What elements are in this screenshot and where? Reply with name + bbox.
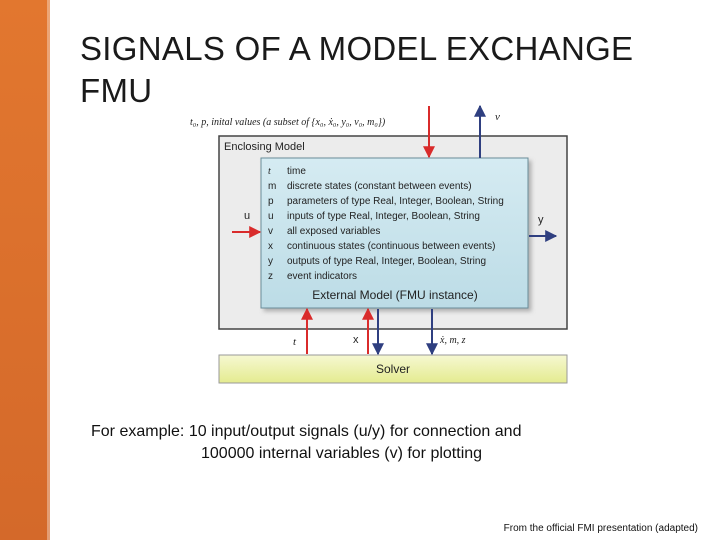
signal-symbol: u bbox=[268, 211, 274, 222]
x-label: x bbox=[353, 334, 359, 346]
v-output-label: v bbox=[495, 111, 500, 123]
signal-symbol: p bbox=[268, 196, 274, 207]
xmz-label: ẋ, m, z bbox=[439, 335, 466, 346]
signal-symbol: x bbox=[268, 241, 273, 252]
signal-symbol: y bbox=[268, 256, 273, 267]
caption-line-1: For example: 10 input/output signals (u/… bbox=[91, 423, 522, 440]
y-label: y bbox=[538, 214, 544, 226]
enclosing-model-label: Enclosing Model bbox=[224, 141, 305, 153]
fmu-instance-label: External Model (FMU instance) bbox=[312, 288, 477, 302]
fmu-instance-box bbox=[260, 157, 529, 309]
signal-symbol: m bbox=[268, 181, 276, 192]
signal-description: continuous states (continuous between ev… bbox=[287, 241, 495, 252]
solver-box bbox=[218, 354, 568, 384]
signal-symbol: v bbox=[268, 226, 273, 237]
signal-description: event indicators bbox=[287, 271, 357, 282]
solver-label: Solver bbox=[376, 362, 410, 376]
signal-description: all exposed variables bbox=[287, 226, 380, 237]
signal-description: time bbox=[287, 166, 306, 177]
initial-values-label: t₀, p, inital values (a subset of {x₀, ẋ… bbox=[190, 117, 386, 128]
side-accent-bar bbox=[0, 0, 50, 540]
signal-description: outputs of type Real, Integer, Boolean, … bbox=[287, 256, 486, 267]
signal-symbol: t bbox=[268, 166, 271, 177]
signal-description: inputs of type Real, Integer, Boolean, S… bbox=[287, 211, 480, 222]
signal-description: discrete states (constant between events… bbox=[287, 181, 472, 192]
slide-title: SIGNALS OF A MODEL EXCHANGE FMU bbox=[80, 30, 634, 109]
signal-description: parameters of type Real, Integer, Boolea… bbox=[287, 196, 504, 207]
source-footnote: From the official FMI presentation (adap… bbox=[503, 523, 698, 534]
caption: For example: 10 input/output signals (u/… bbox=[91, 421, 521, 465]
u-label: u bbox=[244, 210, 250, 222]
t-label: t bbox=[293, 336, 297, 348]
signal-symbol: z bbox=[268, 271, 273, 282]
caption-line-2: 100000 internal variables (v) for plotti… bbox=[201, 445, 483, 462]
